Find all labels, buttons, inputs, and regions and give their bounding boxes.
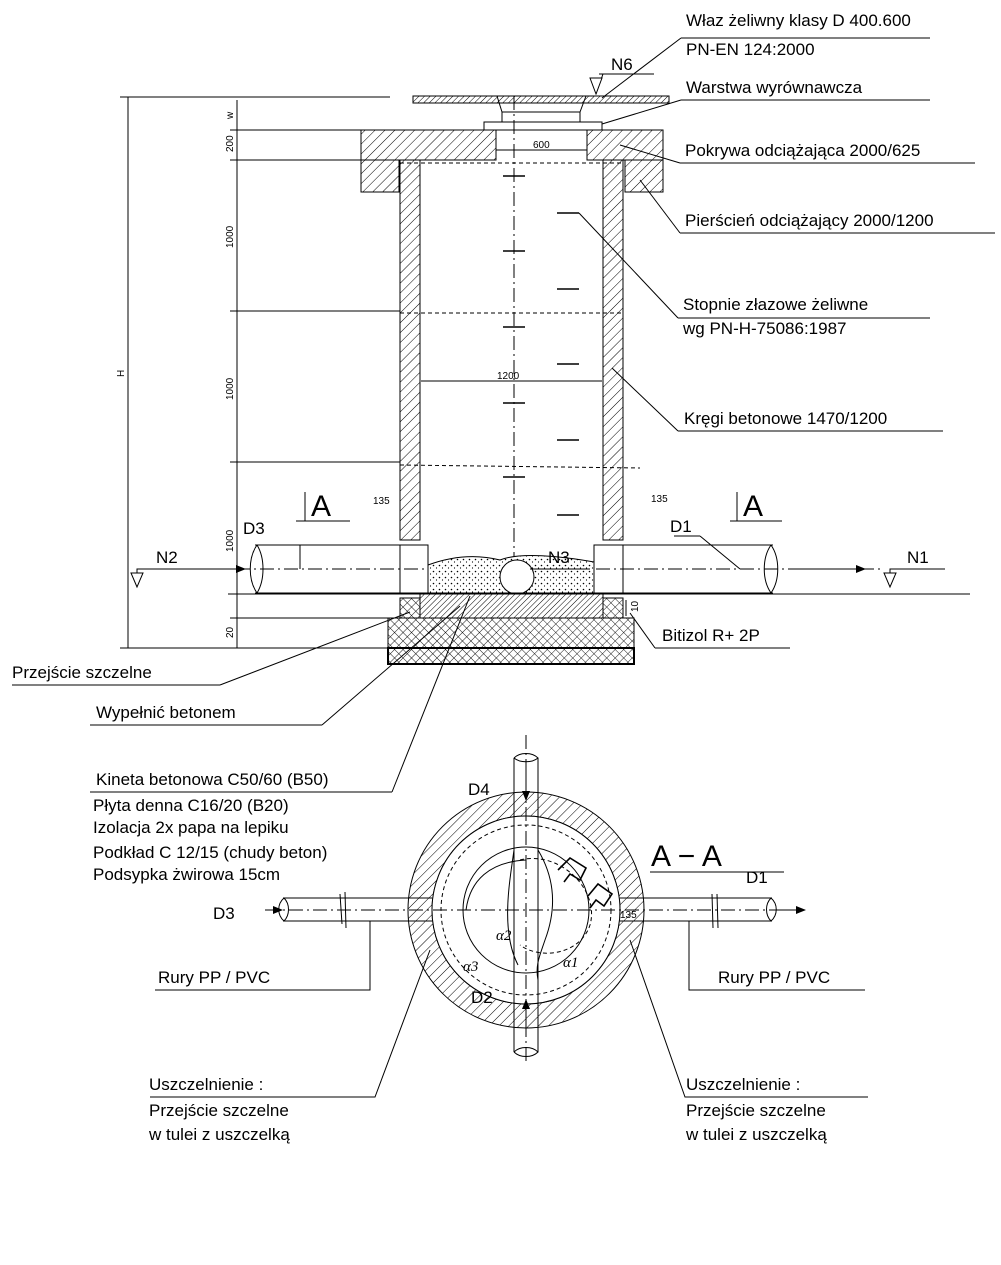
ladder-steps	[503, 175, 579, 516]
callout-seal-right-line2: w tulei z uszczelką	[685, 1125, 827, 1144]
section-view: 600 1200	[12, 11, 995, 884]
callout-pipes-left: Rury PP / PVC	[158, 968, 270, 987]
callout-steps-std: wg PN-H-75086:1987	[682, 319, 846, 338]
section-mark-right: A	[743, 490, 763, 523]
dim-ring2: 1000	[225, 377, 236, 400]
angle-a1: α1	[563, 955, 578, 971]
level-n1: N1	[907, 548, 929, 567]
callout-sealed-passage: Przejście szczelne	[12, 663, 152, 682]
dim-wall-right: 135	[651, 494, 668, 505]
dim-total-h: H	[116, 370, 127, 377]
plan-pipe-d2: D2	[471, 988, 493, 1007]
base-fill	[419, 592, 604, 619]
dimension-chain: w 200 1000 1000 1000 20 H 135 135 10	[116, 96, 668, 649]
callout-underlay: Podkład C 12/15 (chudy beton)	[93, 843, 327, 862]
base-slab	[387, 617, 635, 649]
callout-gravel: Podsypka żwirowa 15cm	[93, 865, 280, 884]
relief-cover-right	[586, 129, 664, 161]
outlet-pipe-section	[499, 559, 535, 595]
dim-ring1: 1000	[225, 225, 236, 248]
callout-seal-left-title: Uszczelnienie :	[149, 1075, 263, 1094]
callout-leaders	[12, 37, 995, 793]
callout-leveling-layer: Warstwa wyrównawcza	[686, 78, 863, 97]
inner-diameter-dim: 1200	[497, 371, 520, 382]
level-n2: N2	[156, 548, 178, 567]
level-n3: N3	[548, 548, 570, 567]
plan-pipe-d3: D3	[213, 904, 235, 923]
plan-pipe-d1: D1	[746, 868, 768, 887]
dim-w: w	[225, 111, 236, 120]
callout-relief-cover: Pokrywa odciążająca 2000/625	[685, 141, 920, 160]
callout-kineta: Kineta betonowa C50/60 (B50)	[96, 770, 329, 789]
plan-view: A − A α2 α1 α3 135	[148, 735, 868, 1144]
plan-pipe-d4: D4	[468, 780, 490, 799]
dim-ring3: 1000	[225, 529, 236, 552]
pipe-d3-label: D3	[243, 519, 265, 538]
ring-wall-right	[602, 159, 624, 541]
callout-seal-left-line1: Przejście szczelne	[149, 1101, 289, 1120]
pipe-d1-label: D1	[670, 517, 692, 536]
dim-wall-plan: 135	[620, 910, 637, 921]
dim-cover-h: 200	[225, 135, 236, 152]
callout-relief-ring: Pierścień odciążający 2000/1200	[685, 211, 934, 230]
callout-steps: Stopnie złazowe żeliwne	[683, 295, 868, 314]
relief-ring-right	[624, 159, 664, 193]
callout-pipes-right: Rury PP / PVC	[718, 968, 830, 987]
cast-iron-cover	[412, 95, 670, 104]
section-marks: A A D3 D1	[243, 490, 782, 570]
level-n6: N6	[611, 55, 633, 74]
angle-a2: α2	[496, 928, 512, 944]
plan-steps	[557, 856, 614, 909]
callout-rings: Kręgi betonowe 1470/1200	[684, 409, 887, 428]
dim-base: 20	[225, 626, 236, 638]
ring-wall-left	[399, 159, 421, 541]
callout-seal-right-line1: Przejście szczelne	[686, 1101, 826, 1120]
section-mark-left: A	[311, 490, 331, 523]
callout-manhole-cover-std: PN-EN 124:2000	[686, 40, 815, 59]
relief-cover-left	[360, 129, 497, 161]
callout-base-slab: Płyta denna C16/20 (B20)	[93, 796, 289, 815]
level-markers: N6 N2 N1 N3	[130, 55, 945, 589]
angle-a3: α3	[463, 959, 478, 975]
dim-wall-left: 135	[373, 496, 390, 507]
section-title: A − A	[651, 840, 722, 873]
relief-ring-left	[360, 159, 400, 193]
leveling-layer	[483, 121, 603, 131]
callout-insulation: Izolacja 2x papa na lepiku	[93, 818, 289, 837]
opening-dim: 600	[533, 140, 550, 151]
callout-seal-left-line2: w tulei z uszczelką	[148, 1125, 290, 1144]
callout-seal-right-title: Uszczelnienie :	[686, 1075, 800, 1094]
callout-fill-concrete: Wypełnić betonem	[96, 703, 236, 722]
dim-gap: 10	[630, 600, 641, 612]
gravel-bed	[387, 647, 635, 665]
sealed-joint-right	[602, 597, 624, 619]
callout-manhole-cover: Właz żeliwny klasy D 400.600	[686, 11, 911, 30]
callout-bitizol: Bitizol R+ 2P	[662, 626, 760, 645]
